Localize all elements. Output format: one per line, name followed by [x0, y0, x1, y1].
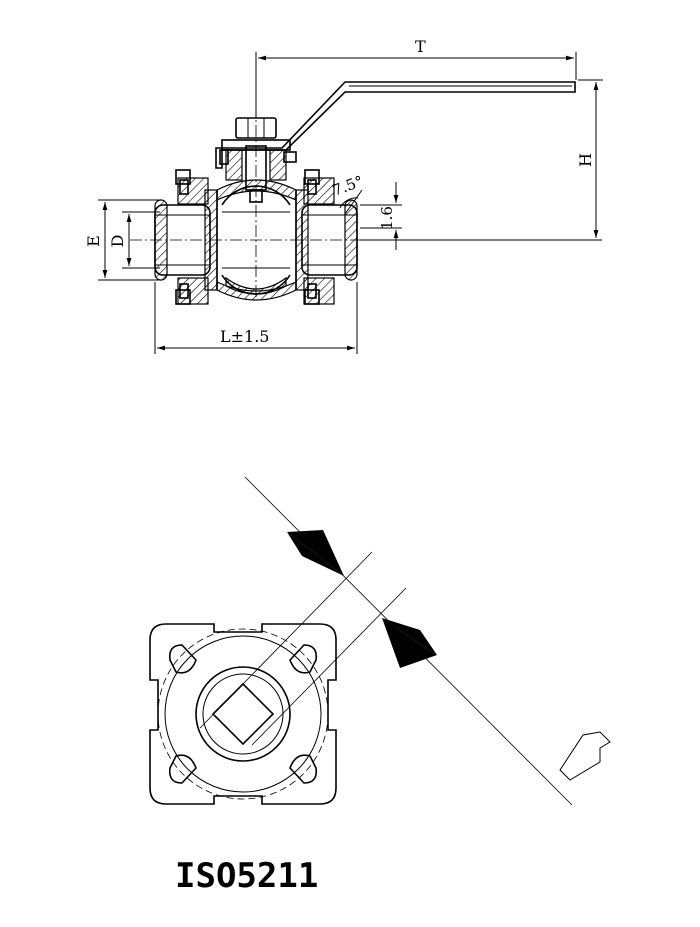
- bolt-circle: [157, 628, 329, 800]
- left-flange: [175, 169, 218, 305]
- bolt-slot-bottom-right: [289, 754, 318, 784]
- dimension-d-label: D: [108, 235, 127, 248]
- right-end-cap: [301, 199, 358, 281]
- cut-line-2: [251, 587, 407, 746]
- dimension-e-label: E: [84, 235, 103, 247]
- central-boss: [195, 666, 291, 762]
- ball: [221, 185, 291, 295]
- bevel-angle-label: 7.5°: [330, 172, 366, 200]
- dimension-t: T: [255, 37, 577, 118]
- lever-handle: [215, 81, 576, 169]
- dimension-h: H: [576, 79, 603, 238]
- dimension-e-d: E D: [84, 199, 160, 281]
- dimension-1-6-label: 1.6: [378, 206, 396, 230]
- dimension-t-label: T: [415, 37, 426, 56]
- standard-label: ISO5211: [175, 856, 318, 896]
- central-boss-inner: [202, 673, 284, 755]
- flange-inner-ring: [164, 635, 322, 793]
- bolt-slot-bottom-left: [168, 754, 197, 784]
- dimension-h-label: H: [576, 153, 595, 167]
- weld-bevel-dimension: 7.5° 1.6: [330, 172, 402, 250]
- valve-side-view: T H E D L±1.5 7: [84, 37, 603, 354]
- bolt-slot-top-right: [289, 644, 318, 674]
- left-end-cap: [154, 199, 211, 281]
- dimension-l-label: L±1.5: [220, 327, 269, 346]
- bolt-slot-top-left: [168, 644, 197, 674]
- bolt-slots: [168, 644, 318, 784]
- stem-square-drive: [211, 682, 275, 746]
- iso-mounting-pad-view: [149, 476, 611, 806]
- dimension-l: L±1.5: [154, 282, 358, 354]
- right-flange: [295, 169, 335, 305]
- break-symbol: [559, 731, 611, 781]
- mounting-flange-outline: [149, 623, 337, 805]
